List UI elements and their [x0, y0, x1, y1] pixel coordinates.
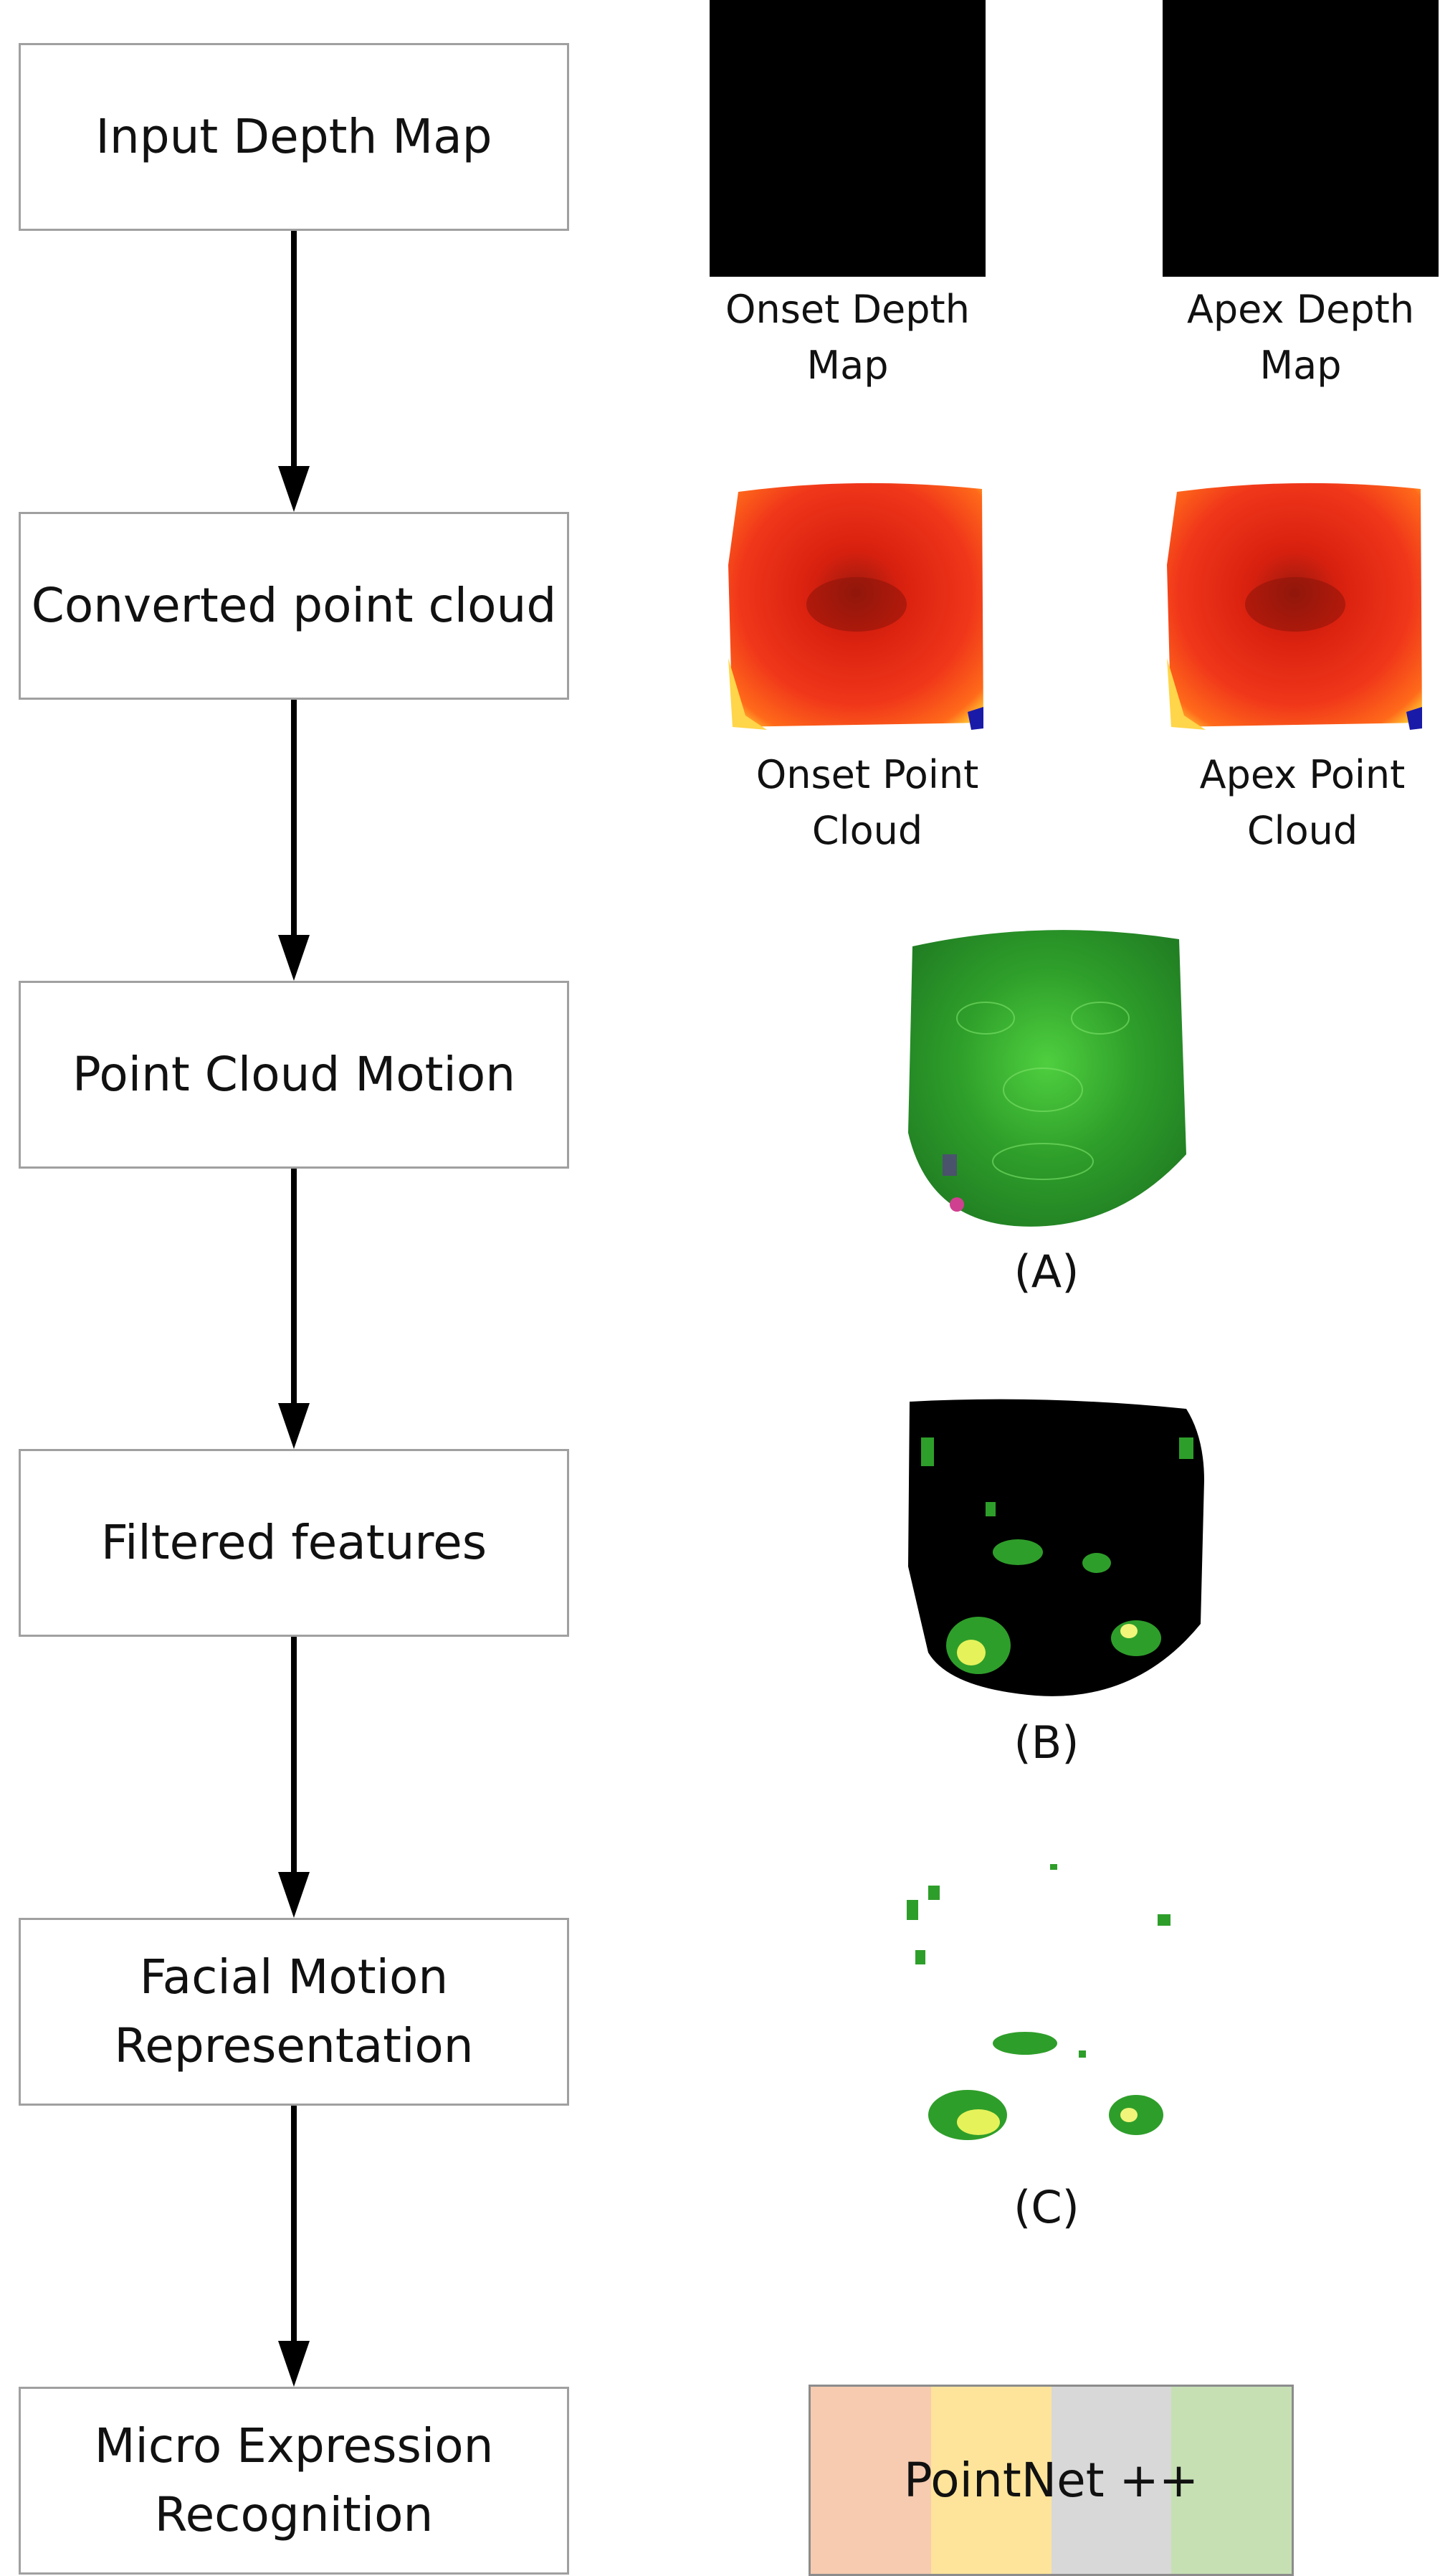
onset-point-cloud-image	[728, 483, 983, 730]
apex-point-cloud-image	[1167, 483, 1422, 730]
onset-point-cloud-caption: Onset Point Cloud	[755, 752, 979, 853]
step-point-cloud-motion: Point Cloud Motion	[19, 981, 569, 1169]
step-label: Filtered features	[100, 1515, 487, 1570]
caption-a: (A)	[1014, 1245, 1079, 1298]
step-label: Micro Expression Recognition	[94, 2418, 494, 2542]
step-label: Input Depth Map	[95, 109, 492, 164]
onset-depth-map-caption: Onset Depth Map	[725, 287, 970, 388]
arrow-2	[278, 700, 310, 981]
facial-motion-representation-image	[907, 1864, 1170, 2140]
point-cloud-motion-image	[908, 930, 1186, 1227]
filtered-features-image	[908, 1399, 1204, 1696]
apex-point-cloud-caption: Apex Point Cloud	[1199, 752, 1406, 853]
step-converted-point-cloud: Converted point cloud	[19, 512, 569, 700]
step-filtered-features: Filtered features	[19, 1449, 569, 1637]
step-label: Point Cloud Motion	[72, 1047, 516, 1102]
pointnet-label: PointNet ++	[903, 2453, 1199, 2508]
step-label: Converted point cloud	[31, 578, 557, 633]
step-facial-motion-representation: Facial Motion Representation	[19, 1918, 569, 2106]
apex-depth-map-image	[1163, 0, 1439, 277]
onset-depth-map-image	[710, 0, 986, 277]
caption-b: (B)	[1014, 1716, 1079, 1769]
arrow-3	[278, 1169, 310, 1449]
pointnet-block: PointNet ++	[809, 2385, 1294, 2576]
arrow-5	[278, 2106, 310, 2387]
apex-depth-map-caption: Apex Depth Map	[1186, 287, 1415, 388]
arrow-4	[278, 1637, 310, 1918]
caption-c: (C)	[1014, 2181, 1079, 2233]
arrow-1	[278, 231, 310, 512]
step-input-depth-map: Input Depth Map	[19, 43, 569, 231]
step-label: Facial Motion Representation	[114, 1949, 474, 2073]
